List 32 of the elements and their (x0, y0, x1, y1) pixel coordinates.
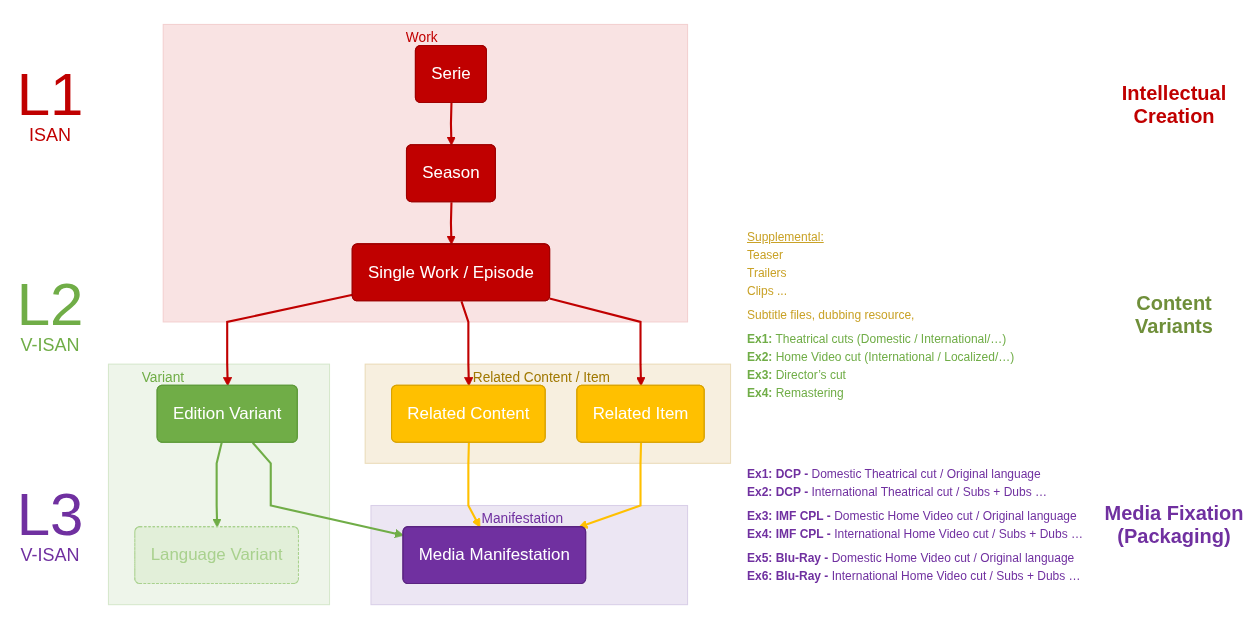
process-box: Media Manifestation (402, 526, 587, 585)
layer-description: Media Fixation (Packaging) (1103, 502, 1245, 548)
level-code: ISAN (29, 124, 71, 146)
level-label: L1 (16, 64, 84, 125)
example-note: Ex2: Home Video cut (International / Localized/…) (747, 349, 1015, 366)
process-box: Serie (414, 45, 487, 104)
process-box: Language Variant (134, 526, 299, 585)
example-note: Ex4: Remastering (747, 385, 844, 402)
example-note: Teaser (747, 247, 784, 264)
example-note: Ex5: Blu-Ray - Domestic Home Video cut / Original language (747, 550, 1075, 567)
example-note: Subtitle files, dubbing resource, (747, 307, 915, 324)
process-box: Related Content (391, 385, 546, 444)
note-heading: Supplemental: (747, 229, 824, 246)
layer-description: Content Variants (1134, 292, 1214, 338)
example-note: Ex3: IMF CPL - Domestic Home Video cut / Original language (747, 508, 1077, 525)
example-note: Ex1: Theatrical cuts (Domestic / International/…) (747, 331, 1007, 348)
process-box: Season (405, 144, 496, 203)
layer-description: Intellectual Creation (1120, 82, 1228, 128)
process-box: Single Work / Episode (351, 243, 551, 302)
example-note: Ex6: Blu-Ray - International Home Video cut / Subs + Dubs … (747, 568, 1081, 585)
example-note: Trailers (747, 265, 787, 282)
example-note: Clips ... (747, 283, 787, 300)
level-label: L2 (16, 274, 84, 335)
example-note: Ex1: DCP - Domestic Theatrical cut / Original language (747, 466, 1041, 483)
level-code: V-ISAN (20, 544, 80, 566)
example-note: Ex4: IMF CPL - International Home Video cut / Subs + Dubs … (747, 526, 1084, 543)
process-box: Related Item (576, 385, 705, 444)
level-code: V-ISAN (20, 334, 80, 356)
example-note: Ex2: DCP - International Theatrical cut / Subs + Dubs … (747, 484, 1048, 501)
example-note: Ex3: Director’s cut (747, 367, 846, 384)
level-label: L3 (16, 484, 84, 545)
process-box: Edition Variant (156, 385, 298, 444)
